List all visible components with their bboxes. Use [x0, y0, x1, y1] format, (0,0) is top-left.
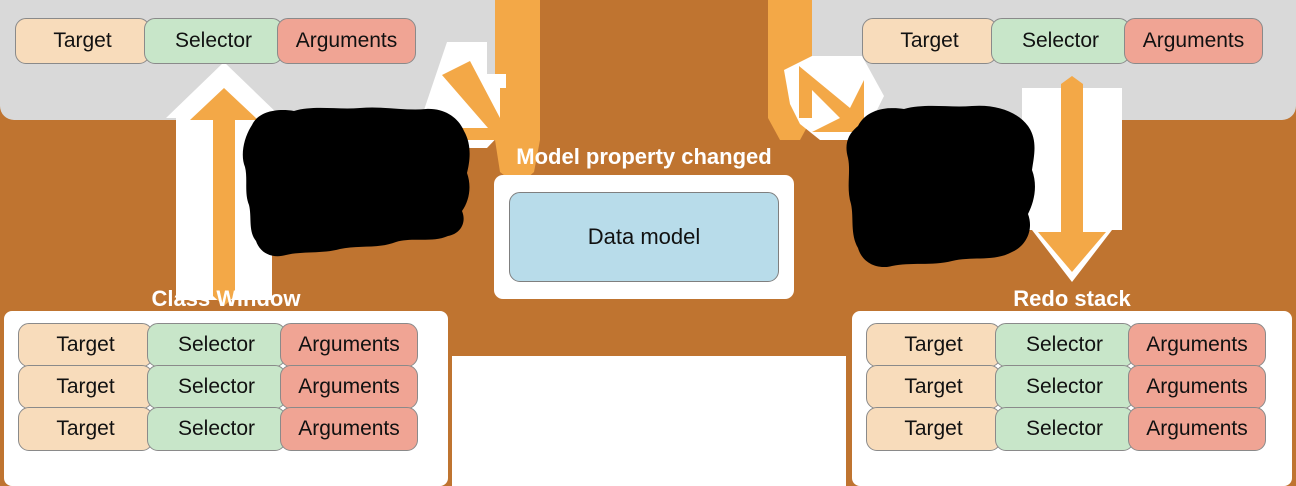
pill-selector[interactable]: Selector [995, 365, 1134, 409]
table-row: Target Selector Arguments [18, 365, 434, 409]
center-right-diagonal-arrow [799, 66, 864, 132]
right-redaction-blob [838, 100, 1050, 292]
pill-arguments[interactable]: Arguments [280, 407, 418, 451]
pill-target[interactable]: Target [862, 18, 997, 64]
gray-band-center-notch [497, 0, 774, 120]
data-model-card: Data model [494, 175, 794, 299]
pill-target[interactable]: Target [15, 18, 150, 64]
pill-selector[interactable]: Selector [147, 323, 286, 367]
data-model-box[interactable]: Data model [509, 192, 779, 282]
pill-arguments[interactable]: Arguments [1128, 323, 1266, 367]
model-property-changed-title: Model property changed [516, 144, 772, 169]
table-row: Target Selector Arguments [866, 323, 1278, 367]
pill-arguments[interactable]: Arguments [280, 365, 418, 409]
pill-arguments[interactable]: Arguments [280, 323, 418, 367]
pill-selector[interactable]: Selector [995, 323, 1134, 367]
pill-target[interactable]: Target [18, 323, 153, 367]
pill-selector[interactable]: Selector [995, 407, 1134, 451]
pill-selector[interactable]: Selector [147, 407, 286, 451]
pill-selector[interactable]: Selector [147, 365, 286, 409]
left-up-arrow [190, 88, 258, 306]
pill-arguments[interactable]: Arguments [277, 18, 416, 64]
table-row: Target Selector Arguments [18, 323, 434, 367]
pill-target[interactable]: Target [866, 407, 1001, 451]
left-redaction-blob [236, 103, 486, 268]
table-row: Target Selector Arguments [866, 407, 1278, 451]
pill-target[interactable]: Target [866, 323, 1001, 367]
pill-arguments[interactable]: Arguments [1128, 407, 1266, 451]
center-left-diagonal-arrow [442, 61, 512, 140]
left-stack-title: Class Window [151, 286, 301, 311]
pill-target[interactable]: Target [18, 365, 153, 409]
left-stack-panel: Target Selector Arguments Target Selecto… [4, 311, 448, 486]
right-down-arrow [1038, 76, 1106, 272]
top-right-command-row: Target Selector Arguments [862, 18, 1263, 64]
table-row: Target Selector Arguments [18, 407, 434, 451]
pill-target[interactable]: Target [866, 365, 1001, 409]
right-stack-panel: Target Selector Arguments Target Selecto… [852, 311, 1292, 486]
pill-selector[interactable]: Selector [991, 18, 1130, 64]
table-row: Target Selector Arguments [866, 365, 1278, 409]
right-stack-title: Redo stack [1013, 286, 1131, 311]
pill-arguments[interactable]: Arguments [1124, 18, 1263, 64]
top-left-command-row: Target Selector Arguments [15, 18, 416, 64]
pill-selector[interactable]: Selector [144, 18, 283, 64]
pill-arguments[interactable]: Arguments [1128, 365, 1266, 409]
pill-target[interactable]: Target [18, 407, 153, 451]
